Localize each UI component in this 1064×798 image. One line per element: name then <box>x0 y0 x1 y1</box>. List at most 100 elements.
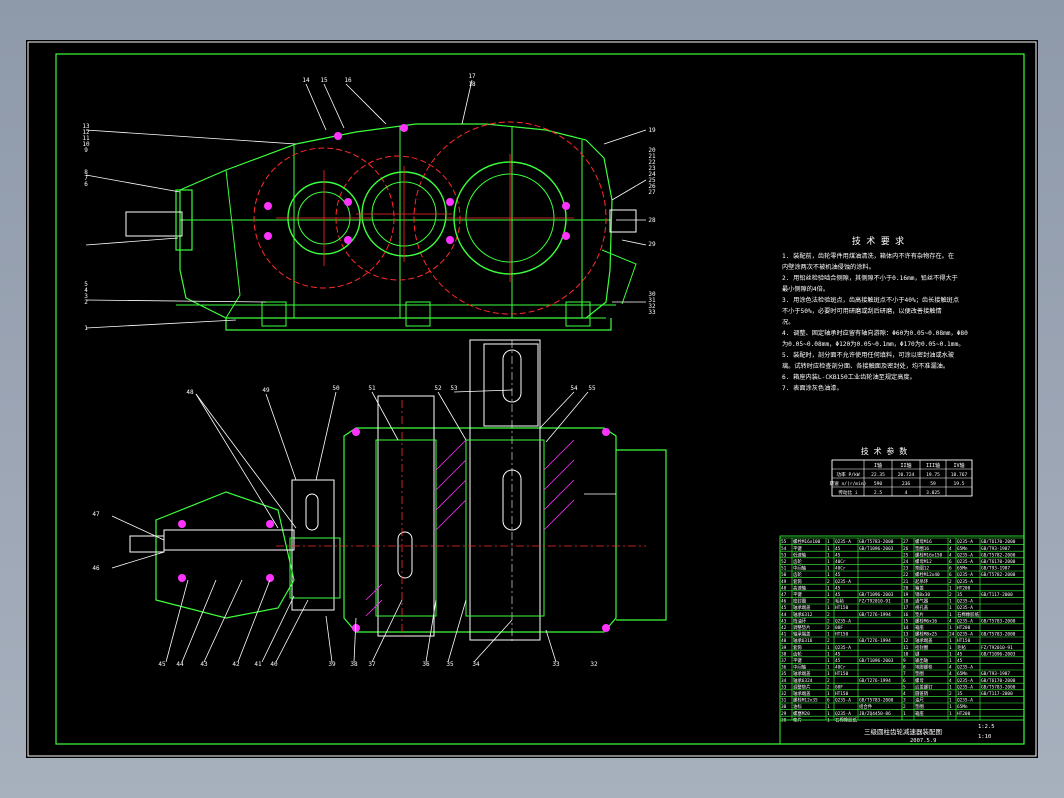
callout-26: 26 <box>648 183 656 190</box>
parts-cell: Q235-A <box>957 618 973 624</box>
parts-cell: 1 <box>949 625 952 631</box>
cad-drawing[interactable]: 1415161718192021222324252627282930313233… <box>26 40 1038 758</box>
parts-cell: 1 <box>827 539 830 545</box>
parts-cell: 2 <box>827 618 830 624</box>
callout-42: 42 <box>232 661 240 668</box>
callout-37: 37 <box>368 661 376 668</box>
parts-cell: 08F <box>835 625 843 631</box>
callout-39: 39 <box>328 661 336 668</box>
parts-cell: 1 <box>827 559 830 565</box>
parts-cell: 轴承6316 <box>793 637 813 644</box>
parts-cell: 6 <box>949 559 952 565</box>
parts-cell: 30 <box>781 704 787 710</box>
parts-cell: Q235-A <box>835 711 851 717</box>
parts-cell: 2 <box>827 612 830 618</box>
parts-cell: 启盖螺钉 <box>915 683 933 690</box>
parts-cell: 1 <box>827 651 830 657</box>
parts-cell: 08F <box>835 684 843 690</box>
parts-cell: GB/T93-1987 <box>981 566 1010 572</box>
parts-cell: 45 <box>835 658 841 664</box>
tech-requirement-line: 1. 装配前，齿轮零件用煤油清洗，箱体内不许有杂物存在。在 <box>782 252 954 260</box>
parts-cell: 42 <box>781 625 787 631</box>
parts-cell: 53 <box>781 552 787 558</box>
parts-cell: 螺栓M6x16 <box>915 617 937 624</box>
feature-cell: 22.35 <box>871 472 885 478</box>
feature-cell: 功率 P/kW <box>836 471 859 478</box>
parts-cell: HT200 <box>957 625 971 631</box>
parts-cell: 毛毡 <box>835 598 844 605</box>
parts-cell: 24 <box>903 559 909 565</box>
parts-cell: 3 <box>903 698 906 704</box>
callout-4: 4 <box>84 287 88 294</box>
parts-cell: 1 <box>949 711 952 717</box>
parts-cell: 轴承6324 <box>793 677 813 684</box>
callout-2: 2 <box>84 299 88 306</box>
parts-cell: HT150 <box>835 605 849 611</box>
parts-cell: 1 <box>827 665 830 671</box>
parts-cell: 27 <box>903 539 909 545</box>
feature-cell: 18.767 <box>951 472 968 478</box>
parts-cell: 油标 <box>793 703 802 710</box>
parts-cell: 29 <box>781 711 787 717</box>
parts-cell: 65Mn <box>957 546 968 552</box>
parts-cell: 46 <box>781 599 787 605</box>
parts-cell: 19 <box>903 592 909 598</box>
parts-cell: GB/T1096-2003 <box>981 651 1016 657</box>
parts-cell: 25 <box>903 552 909 558</box>
parts-cell: 65Mn <box>957 671 968 677</box>
parts-cell: 6 <box>903 678 906 684</box>
parts-cell: 垫圈12 <box>915 565 929 572</box>
tech-requirements: 技 术 要 求 1. 装配前，齿轮零件用煤油清洗，箱体内不许有杂物存在。在 内壁… <box>782 235 968 392</box>
parts-cell: 1 <box>827 566 830 572</box>
title-block-name: 三级圆柱齿轮减速器装配图 <box>864 727 942 736</box>
tech-features-title: 技 术 参 数 <box>861 446 907 456</box>
parts-cell: 28 <box>781 717 787 723</box>
parts-cell: 套筒 <box>793 644 802 651</box>
parts-cell: GB/T117-2000 <box>981 691 1013 697</box>
parts-cell: 螺栓M12x40 <box>915 571 940 578</box>
parts-cell: 密封圈 <box>793 598 807 605</box>
parts-cell: 1 <box>827 658 830 664</box>
parts-cell: 螺母 <box>915 677 924 684</box>
feature-cell: 590 <box>874 481 883 487</box>
parts-cell: 1 <box>827 645 830 651</box>
feature-cell: 19.5 <box>953 481 964 487</box>
parts-cell: GB/T93-1987 <box>981 546 1010 552</box>
parts-cell: 16 <box>903 612 909 618</box>
parts-cell: GB/T5782-2000 <box>981 572 1016 578</box>
callout-6: 6 <box>84 181 88 188</box>
parts-cell: 2 <box>903 704 906 710</box>
parts-cell: GB/T6170-2000 <box>981 539 1016 545</box>
parts-cell: 31 <box>781 698 787 704</box>
parts-cell: 4 <box>903 691 906 697</box>
parts-cell: Q235-A <box>957 698 973 704</box>
inner-frame <box>55 53 1025 745</box>
parts-cell: 1 <box>949 605 952 611</box>
parts-cell: GB/T276-1994 <box>859 678 891 684</box>
tech-requirement-line: 5. 装配时，剖分面不允许使用任何填料，可涂以密封油或水玻 <box>782 351 954 359</box>
callout-41: 41 <box>254 661 262 668</box>
front-view <box>85 79 647 331</box>
callout-34: 34 <box>472 661 480 668</box>
parts-cell: 7 <box>903 671 906 677</box>
parts-cell: 1 <box>827 546 830 552</box>
parts-cell: 密封圈 <box>915 644 929 651</box>
parts-cell: 组合件 <box>859 703 873 710</box>
hatch <box>365 439 575 617</box>
callout-40: 40 <box>270 661 278 668</box>
parts-cell: 10 <box>903 651 909 657</box>
plan-bolt-dots <box>178 428 610 632</box>
parts-cell: Q235-A <box>957 684 973 690</box>
parts-cell: 45 <box>835 585 841 591</box>
parts-cell: 1 <box>949 658 952 664</box>
plan-view <box>111 339 667 663</box>
feature-header: III轴 <box>926 462 940 469</box>
parts-cell: 起吊环 <box>915 579 929 585</box>
callout-52: 52 <box>434 385 442 392</box>
parts-cell: 15 <box>903 618 909 624</box>
parts-cell: 轴承端盖 <box>793 604 811 611</box>
parts-cell: 圆锥销 <box>915 690 929 697</box>
parts-cell: 52 <box>781 559 787 565</box>
parts-cell: 14 <box>903 625 909 631</box>
